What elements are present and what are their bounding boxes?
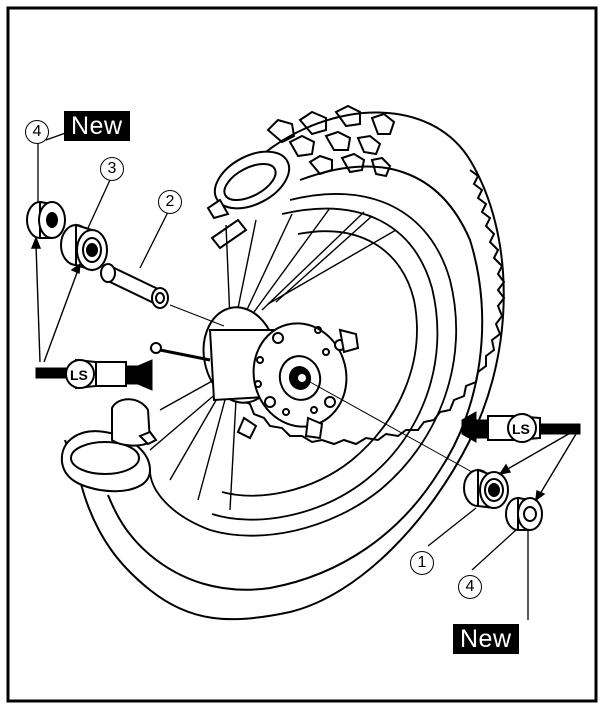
part-1-bearing — [463, 468, 509, 510]
part-4-oil-seal-top — [26, 200, 66, 239]
callout-part-4-bottom: 4 — [458, 575, 482, 599]
grease-label-left: LS — [70, 367, 88, 383]
tire-cutaway-top — [206, 150, 291, 250]
axle-line-left — [169, 304, 225, 327]
callout-part-3: 3 — [100, 157, 124, 181]
grease-arrows-left — [30, 236, 81, 363]
new-badge-top: New — [64, 111, 130, 141]
axle-line-right — [309, 381, 491, 483]
callout-part-2: 2 — [158, 190, 182, 214]
rim — [149, 193, 458, 537]
spokes — [149, 207, 397, 511]
wheel-hub — [149, 306, 360, 440]
grease-gun-icon — [461, 411, 581, 443]
tire-cutaway-bottom — [60, 398, 158, 493]
part-4-oil-seal-bottom — [505, 496, 543, 531]
grease-gun-icon — [35, 358, 153, 391]
callout-leaders — [37, 129, 529, 620]
callout-part-1: 1 — [410, 551, 434, 575]
grease-arrows-right — [498, 431, 577, 502]
part-2-spacer — [100, 263, 169, 309]
part-3-bearing — [60, 223, 108, 272]
callout-part-4-top: 4 — [25, 120, 49, 144]
diagram-border — [6, 6, 598, 703]
grease-label-right: LS — [512, 421, 530, 437]
tire — [64, 104, 506, 621]
new-badge-bottom: New — [453, 624, 519, 654]
